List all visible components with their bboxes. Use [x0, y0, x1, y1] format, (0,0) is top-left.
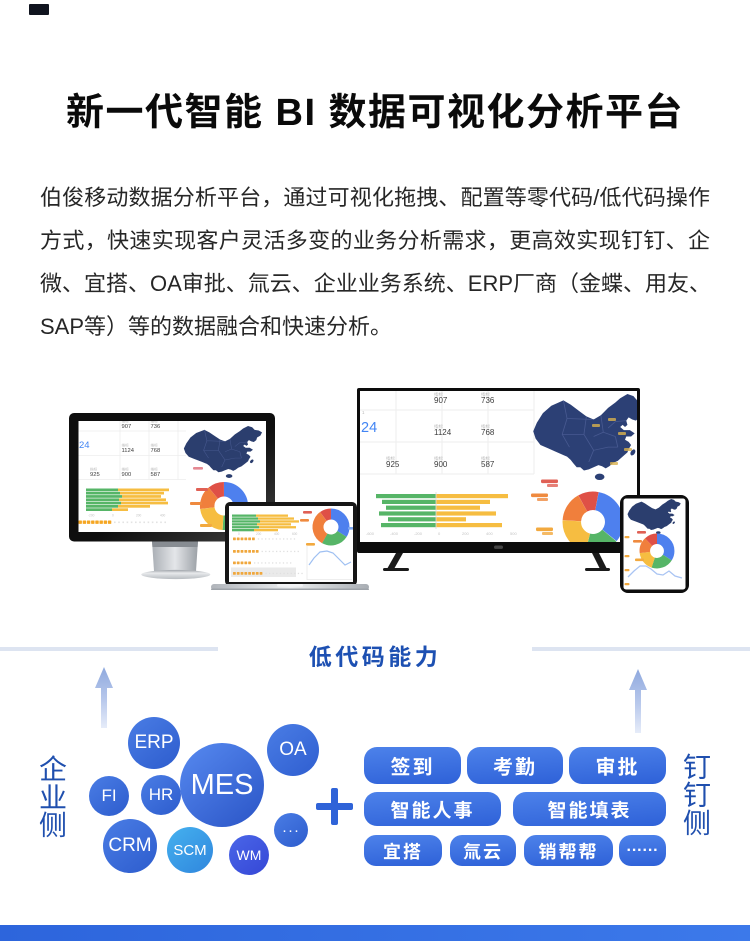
svg-text:指标: 指标 — [122, 419, 130, 425]
svg-text:指标: 指标 — [481, 456, 490, 462]
svg-text:指标: 指标 — [151, 419, 159, 425]
svg-text:587: 587 — [481, 460, 495, 469]
svg-text:指标: 指标 — [151, 443, 159, 449]
svg-text:-400: -400 — [390, 531, 399, 536]
svg-text:-600: -600 — [366, 531, 375, 536]
svg-text:925: 925 — [90, 472, 100, 478]
svg-text:736: 736 — [151, 424, 161, 430]
svg-text:200: 200 — [462, 531, 469, 536]
svg-text:指标: 指标 — [90, 467, 98, 473]
svg-text:500: 500 — [510, 531, 517, 536]
svg-text:指标: 指标 — [434, 456, 443, 462]
svg-text:指标: 指标 — [481, 392, 490, 398]
svg-text:587: 587 — [151, 472, 161, 478]
svg-text:200: 200 — [136, 514, 142, 518]
svg-text:1: 1 — [362, 410, 365, 415]
svg-text:925: 925 — [386, 460, 400, 469]
svg-text:400: 400 — [486, 531, 493, 536]
svg-text:0: 0 — [238, 532, 240, 536]
svg-text:907: 907 — [122, 424, 132, 430]
svg-text:900: 900 — [434, 460, 448, 469]
svg-text:指标: 指标 — [151, 467, 159, 473]
svg-text:指标: 指标 — [122, 467, 130, 473]
svg-text:768: 768 — [151, 448, 161, 454]
svg-text:200: 200 — [256, 532, 262, 536]
svg-text:24: 24 — [361, 420, 377, 436]
svg-text:907: 907 — [434, 396, 448, 405]
svg-text:指标: 指标 — [386, 456, 395, 462]
svg-text:0: 0 — [112, 514, 114, 518]
svg-text:400: 400 — [160, 514, 166, 518]
svg-text:736: 736 — [481, 396, 495, 405]
svg-text:指标: 指标 — [122, 443, 130, 449]
svg-text:24: 24 — [79, 440, 90, 451]
svg-text:900: 900 — [122, 472, 132, 478]
svg-text:-200: -200 — [414, 531, 423, 536]
svg-text:-200: -200 — [88, 514, 95, 518]
svg-text:1124: 1124 — [434, 428, 452, 437]
svg-text:400: 400 — [274, 532, 280, 536]
svg-text:600: 600 — [292, 532, 298, 536]
svg-text:0: 0 — [438, 531, 441, 536]
svg-text:1124: 1124 — [122, 448, 135, 454]
svg-text:指标: 指标 — [481, 424, 490, 430]
svg-text:768: 768 — [481, 428, 495, 437]
svg-text:指标: 指标 — [434, 424, 443, 430]
svg-text:指标: 指标 — [434, 392, 443, 398]
